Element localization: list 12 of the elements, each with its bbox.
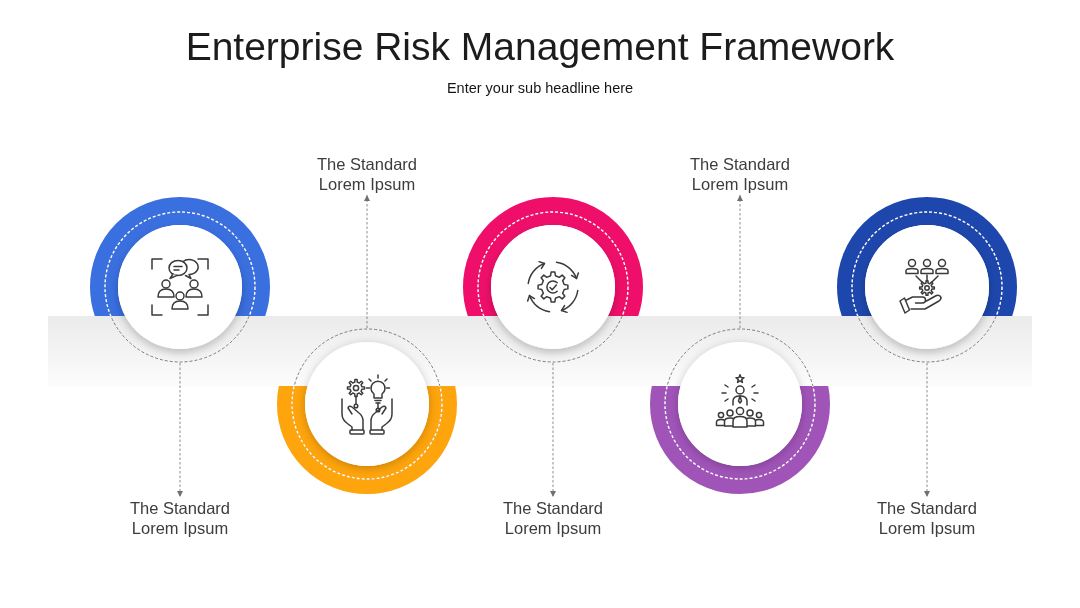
step-label: The Standard Lorem Ipsum xyxy=(314,154,420,194)
step-label: The Standard Lorem Ipsum xyxy=(874,498,980,538)
half-ring-circle xyxy=(650,328,830,494)
half-ring-circle xyxy=(90,197,270,363)
half-ring-circle xyxy=(463,197,643,363)
half-ring-circle xyxy=(837,197,1017,363)
step-label: The Standard Lorem Ipsum xyxy=(500,498,606,538)
subtitle: Enter your sub headline here xyxy=(446,79,634,97)
step-label: The Standard Lorem Ipsum xyxy=(127,498,233,538)
step-label: The Standard Lorem Ipsum xyxy=(687,154,793,194)
title: Enterprise Risk Management Framework xyxy=(185,24,895,70)
half-ring-circle xyxy=(277,328,457,494)
